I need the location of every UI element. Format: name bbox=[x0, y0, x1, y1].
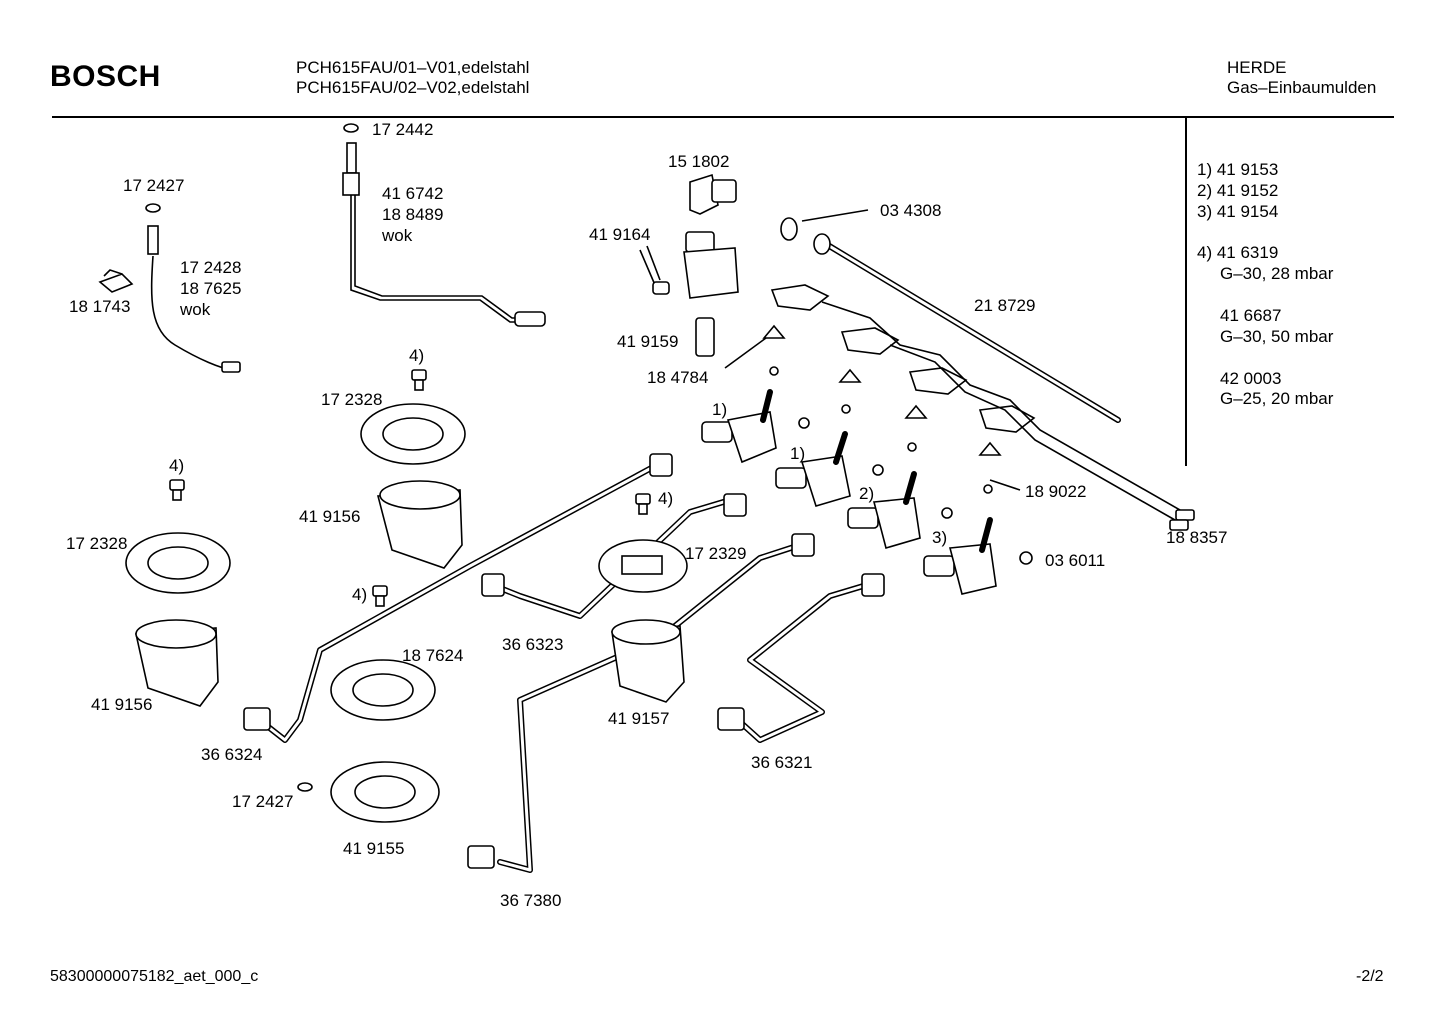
part-419156: 41 9156 bbox=[91, 695, 153, 714]
legend-item-6-gas: G–25, 20 mbar bbox=[1220, 389, 1334, 409]
page-number: -2/2 bbox=[1356, 968, 1384, 985]
gas-pipes bbox=[243, 453, 885, 873]
category-line-2: Gas–Einbaumulden bbox=[1227, 78, 1377, 97]
legend-divider bbox=[1185, 118, 1187, 466]
wok-thermocouple bbox=[342, 123, 546, 327]
part-172442: 17 2442 bbox=[372, 120, 434, 139]
part-172329: 17 2329 bbox=[685, 544, 747, 563]
note-4: 4) bbox=[409, 346, 425, 365]
variant-legend: 1) 41 9153 2) 41 9152 3) 41 9154 4) 41 6… bbox=[1197, 160, 1333, 410]
thermocouple-small bbox=[145, 203, 241, 373]
part-wok-note: wok bbox=[180, 300, 211, 319]
part-172328: 17 2328 bbox=[66, 534, 128, 553]
document-id: 58300000075182_aet_000_c bbox=[50, 968, 259, 985]
part-419156: 41 9156 bbox=[299, 507, 361, 526]
legend-item-4: 4) 41 6319 bbox=[1197, 243, 1279, 263]
part-189022: 18 9022 bbox=[1025, 482, 1087, 501]
gas-taps bbox=[701, 389, 997, 595]
part-036011: 03 6011 bbox=[1045, 551, 1106, 570]
part-172427: 17 2427 bbox=[232, 792, 294, 811]
header-divider bbox=[52, 116, 1394, 118]
legend-item-5-gas: G–30, 50 mbar bbox=[1220, 326, 1334, 346]
nipple bbox=[695, 317, 715, 357]
legend-item-1: 1) 41 9153 bbox=[1197, 160, 1279, 179]
gaskets bbox=[125, 403, 688, 721]
part-151802: 15 1802 bbox=[668, 152, 730, 171]
legend-item-3: 3) 41 9154 bbox=[1197, 201, 1279, 221]
elbow-fitting bbox=[689, 173, 737, 215]
brand-logo: BOSCH bbox=[50, 60, 161, 93]
note-4: 4) bbox=[169, 456, 185, 475]
leader-lines bbox=[639, 209, 1021, 491]
model-designation: PCH615FAU/01–V01,edelstahl PCH615FAU/02–… bbox=[296, 58, 529, 98]
note-3: 3) bbox=[932, 528, 948, 547]
part-419155: 41 9155 bbox=[343, 839, 405, 858]
product-category: HERDE Gas–Einbaumulden bbox=[1227, 58, 1376, 98]
part-366324: 36 6324 bbox=[201, 745, 263, 764]
legend-item-5: 41 6687 bbox=[1220, 305, 1282, 325]
part-419159: 41 9159 bbox=[617, 332, 679, 351]
part-184784: 18 4784 bbox=[647, 368, 709, 387]
note-1: 1) bbox=[712, 400, 728, 419]
part-188489: 18 8489 bbox=[382, 205, 444, 224]
model-line-1: PCH615FAU/01–V01,edelstahl bbox=[296, 58, 530, 77]
legend-item-2: 2) 41 9152 bbox=[1197, 180, 1279, 200]
part-419157: 41 9157 bbox=[608, 709, 670, 728]
part-367380: 36 7380 bbox=[500, 891, 562, 910]
distributor-pipe bbox=[813, 233, 1121, 423]
part-172328: 17 2328 bbox=[321, 390, 383, 409]
part-416742: 41 6742 bbox=[382, 184, 444, 203]
model-line-2: PCH615FAU/02–V02,edelstahl bbox=[296, 78, 530, 97]
washer bbox=[780, 217, 798, 241]
part-366323: 36 6323 bbox=[502, 635, 564, 654]
part-wok-note: wok bbox=[382, 226, 413, 245]
part-218729: 21 8729 bbox=[974, 296, 1036, 315]
connector-harness bbox=[770, 284, 1195, 531]
part-187625: 18 7625 bbox=[180, 279, 242, 298]
part-366321: 36 6321 bbox=[751, 753, 813, 772]
safety-valve bbox=[652, 231, 739, 299]
legend-item-6: 42 0003 bbox=[1220, 368, 1282, 388]
burner-bodies bbox=[135, 480, 685, 823]
part-187624: 18 7624 bbox=[402, 646, 464, 665]
clip bbox=[98, 269, 134, 293]
category-line-1: HERDE bbox=[1227, 58, 1287, 77]
part-419164: 41 9164 bbox=[589, 225, 651, 244]
note-1: 1) bbox=[790, 444, 806, 463]
note-2: 2) bbox=[859, 484, 875, 503]
legend-item-4-gas: G–30, 28 mbar bbox=[1220, 264, 1334, 284]
note-4: 4) bbox=[352, 585, 368, 604]
part-181743: 18 1743 bbox=[69, 297, 131, 316]
part-172428: 17 2428 bbox=[180, 258, 242, 277]
part-034308: 03 4308 bbox=[880, 201, 942, 220]
part-172427: 17 2427 bbox=[123, 176, 185, 195]
injector-parts bbox=[762, 324, 1033, 565]
part-188357: 18 8357 bbox=[1166, 528, 1228, 547]
note-4: 4) bbox=[658, 489, 674, 508]
screws bbox=[169, 369, 651, 607]
